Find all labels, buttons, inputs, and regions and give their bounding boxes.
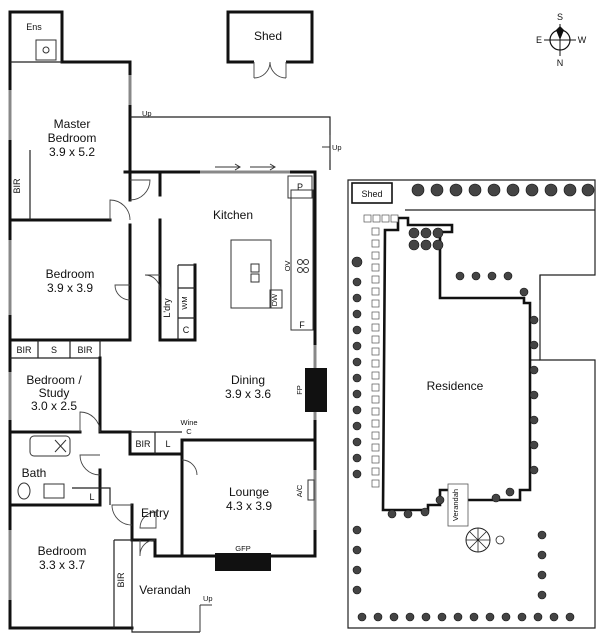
dining-label: Dining	[231, 373, 265, 387]
fridge-label: F	[299, 320, 305, 330]
compass-west-label: W	[578, 35, 587, 45]
site-verandah-label: Verandah	[451, 489, 460, 521]
trees-west-row	[351, 256, 363, 595]
garden-feature	[465, 527, 505, 553]
trees-bottom-row	[357, 612, 575, 622]
bir-label-1: BIR	[16, 345, 32, 355]
verandah-label: Verandah	[139, 583, 190, 597]
residence-label: Residence	[427, 379, 484, 393]
trees-top-row	[411, 183, 595, 197]
site-plan: Shed Residence Verandah	[347, 179, 596, 629]
gas-fireplace-label: GFP	[235, 544, 250, 553]
linen-label-2: L	[89, 492, 94, 502]
dishwasher-label: DW	[270, 293, 279, 306]
pantry-label: P	[297, 182, 303, 192]
compass-south-label: S	[557, 12, 563, 22]
fireplace-label: FP	[295, 385, 304, 395]
house-walls	[8, 10, 331, 633]
bedroom-4-dimensions: 3.3 x 3.7	[39, 558, 85, 572]
linen-label-1: L	[165, 439, 170, 449]
study-label-2: Study	[39, 386, 70, 400]
wine-cupboard-label: C	[186, 427, 192, 436]
compass-north-label: N	[557, 58, 564, 68]
oven-label: OV	[283, 261, 292, 272]
fixtures	[17, 39, 331, 632]
bir-label-3: BIR	[135, 439, 151, 449]
compass-east-label: E	[536, 35, 542, 45]
laundry-cupboard-label: C	[183, 325, 190, 335]
dining-dimensions: 3.9 x 3.6	[225, 387, 271, 401]
master-bedroom-label-1: Master	[54, 117, 91, 131]
up-label-deck-right: Up	[332, 143, 342, 152]
compass: S N E W	[536, 12, 587, 68]
wine-label: Wine	[180, 418, 197, 427]
lounge-label: Lounge	[229, 485, 269, 499]
windows	[8, 75, 317, 600]
bir-label-2: BIR	[77, 345, 93, 355]
entry-label: Entry	[141, 506, 169, 520]
kitchen-label: Kitchen	[213, 208, 253, 222]
trees-east-row	[537, 530, 547, 600]
study-dimensions: 3.0 x 2.5	[31, 399, 77, 413]
bedroom-4-label: Bedroom	[38, 544, 87, 558]
shed-label: Shed	[254, 29, 282, 43]
sliding-door-arrows	[215, 163, 276, 171]
storage-label: S	[51, 345, 57, 355]
shrub-cluster	[408, 227, 444, 251]
trees-residence-edge	[387, 271, 539, 519]
master-bedroom-label-2: Bedroom	[48, 131, 97, 145]
shed: Shed	[226, 10, 314, 79]
site-shed-label: Shed	[361, 189, 382, 199]
laundry-label: L'dry	[162, 298, 172, 318]
master-bedroom-dimensions: 3.9 x 5.2	[49, 145, 95, 159]
master-bir-label: BIR	[12, 178, 22, 194]
bedroom-2-label: Bedroom	[46, 267, 95, 281]
air-conditioner-label: A/C	[295, 484, 304, 497]
lounge-dimensions: 4.3 x 3.9	[226, 499, 272, 513]
up-label-verandah: Up	[203, 594, 213, 603]
bath-label: Bath	[22, 466, 47, 480]
room-labels: Ens Master Bedroom 3.9 x 5.2 BIR Kitchen…	[12, 22, 342, 603]
bedroom-2-dimensions: 3.9 x 3.9	[47, 281, 93, 295]
up-label-deck-left: Up	[142, 109, 152, 118]
ensuite-label: Ens	[26, 22, 42, 32]
interior-walls	[8, 61, 317, 628]
paving	[363, 214, 399, 488]
door-swings	[79, 179, 198, 556]
study-label-1: Bedroom /	[26, 373, 82, 387]
bedroom-4-bir-label: BIR	[116, 572, 126, 588]
washing-machine-label: WM	[180, 296, 189, 309]
